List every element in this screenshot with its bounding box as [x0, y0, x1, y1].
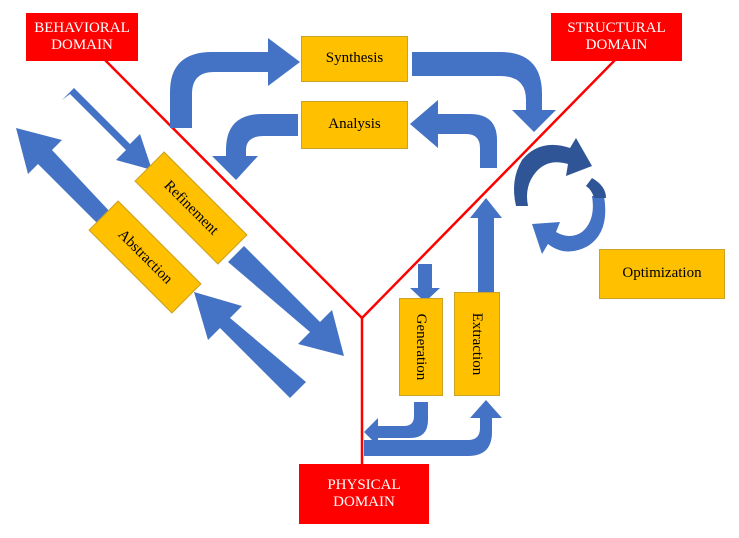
extraction-in-arrow: [364, 400, 502, 456]
physical-domain-label: PHYSICAL DOMAIN: [299, 464, 429, 524]
structural-domain-label: STRUCTURAL DOMAIN: [551, 13, 682, 61]
generation-out-arrow: [364, 402, 428, 446]
behavioral-axis-line: [104, 59, 363, 319]
refinement-arrow: [62, 88, 152, 170]
synthesis-in-arrow: [170, 38, 300, 128]
analysis-in-arrow: [410, 100, 497, 168]
refinement-down-arrow: [228, 246, 344, 356]
synthesis-box: Synthesis: [301, 36, 408, 82]
abstraction-up-arrow: [16, 128, 112, 226]
behavioral-domain-label: BEHAVIORAL DOMAIN: [26, 13, 138, 61]
structural-axis-line: [361, 59, 616, 319]
extraction-box: Extraction: [454, 292, 500, 396]
generation-down-arrow: [410, 264, 440, 302]
analysis-box: Analysis: [301, 101, 408, 149]
optimization-box: Optimization: [599, 249, 725, 299]
abstraction-lower-arrow: [194, 292, 306, 398]
optimization-loop-arrow-bottom: [532, 196, 606, 254]
optimization-loop-arrow-side: [586, 178, 606, 198]
optimization-loop-arrow-top: [514, 138, 592, 206]
analysis-out-arrow: [212, 114, 298, 180]
generation-box: Generation: [399, 298, 443, 396]
extraction-up-arrow: [470, 198, 502, 292]
synthesis-out-arrow: [412, 52, 556, 132]
